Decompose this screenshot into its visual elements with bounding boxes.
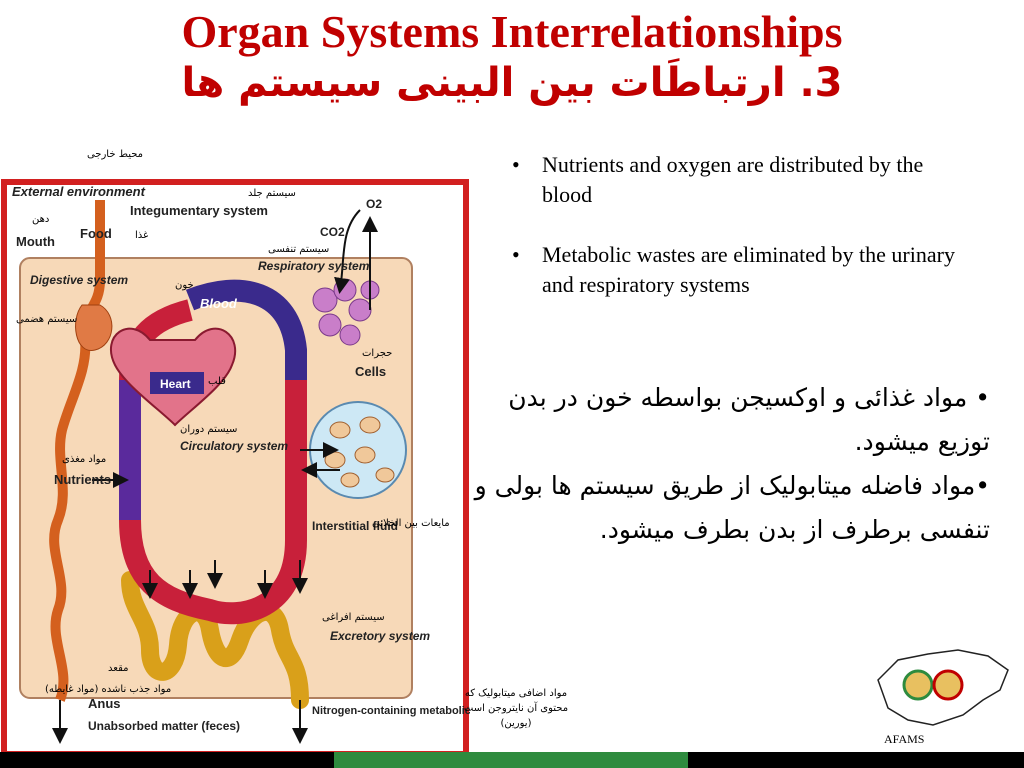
page-title: Organ Systems Interrelationships bbox=[181, 6, 843, 57]
label-mouth: Mouth bbox=[16, 234, 55, 249]
bullet-text: Metabolic wastes are eliminated by the u… bbox=[542, 242, 955, 297]
label-digestive-fa: سیستم هضمی bbox=[16, 314, 77, 325]
bullet-text: Nutrients and oxygen are distributed by … bbox=[542, 152, 924, 207]
label-cells-fa: حجرات bbox=[362, 348, 392, 359]
footer-bar-black-left bbox=[0, 752, 334, 768]
label-excretory: Excretory system bbox=[330, 629, 430, 643]
label-mouth-fa: دهن bbox=[32, 214, 49, 225]
label-nitrogen: Nitrogen-containing metabolic waste prod… bbox=[312, 705, 470, 717]
label-integumentary-fa: سیستم جلد bbox=[248, 188, 296, 199]
page-subtitle: 3. ارتباطَات بین البینی سیستم ها bbox=[181, 60, 843, 106]
label-heart: Heart bbox=[160, 377, 191, 391]
persian-text-block: • مواد غذائی و اوکسیجن بواسطه خون در بدن… bbox=[465, 376, 990, 552]
stomach bbox=[75, 304, 113, 351]
label-external-environment-fa: محیط خارجی bbox=[87, 149, 143, 160]
organ-systems-diagram: محیط خارجی External environment سیستم جل… bbox=[1, 149, 470, 755]
label-unabsorbed: Unabsorbed matter (feces) bbox=[88, 719, 240, 733]
label-interstitial: Interstitial fluid bbox=[312, 519, 398, 533]
footer-bar-black-right bbox=[688, 752, 1024, 768]
footer-bar-green bbox=[334, 752, 688, 768]
label-nutrients: Nutrients bbox=[54, 472, 111, 487]
label-respiratory-fa: سیستم تنفسی bbox=[268, 244, 329, 255]
label-integumentary: Integumentary system bbox=[130, 203, 268, 218]
label-interstitial-fa: مایعات بین الخلائی bbox=[372, 518, 450, 529]
afghanistan-map-logo bbox=[877, 649, 1009, 726]
vein-loop bbox=[185, 279, 307, 380]
label-co2: CO2 bbox=[320, 225, 345, 239]
label-food-fa: غذا bbox=[135, 230, 148, 241]
label-nutrients-fa: مواد مغذی bbox=[62, 454, 106, 465]
heart-label-box bbox=[150, 372, 204, 394]
label-o2: O2 bbox=[366, 197, 382, 211]
label-external-environment: External environment bbox=[12, 184, 146, 199]
flow-arrows bbox=[52, 209, 378, 744]
bullet-item: •Metabolic wastes are eliminated by the … bbox=[512, 242, 955, 297]
english-bullet-list: •Nutrients and oxygen are distributed by… bbox=[500, 150, 970, 330]
label-circulatory: Circulatory system bbox=[180, 439, 288, 453]
excretory-tubules bbox=[121, 571, 309, 709]
label-respiratory: Respiratory system bbox=[258, 259, 370, 273]
persian-bullet: • مواد غذائی و اوکسیجن بواسطه خون در بدن… bbox=[508, 383, 990, 456]
afams-label: AFAMS bbox=[884, 732, 925, 746]
label-unabsorbed-fa: مواد جذب ناشده (مواد غایطه) bbox=[45, 684, 171, 695]
label-anus-fa: مقعد bbox=[108, 663, 129, 674]
label-blood-fa: خون bbox=[175, 280, 194, 291]
nitrogen-fa-label: مواد اضافی میتابولیک که محتوی آن نایتروج… bbox=[463, 688, 569, 729]
cell-blobs bbox=[324, 416, 395, 488]
label-food: Food bbox=[80, 226, 112, 241]
label-digestive: Digestive system bbox=[30, 273, 128, 287]
persian-bullet: •مواد فاضله میتابولیک از طریق سیستم ها ب… bbox=[474, 471, 990, 544]
label-cells: Cells bbox=[355, 364, 386, 379]
bullet-item: •Nutrients and oxygen are distributed by… bbox=[512, 152, 924, 207]
label-circulatory-fa: سیستم دوران bbox=[180, 424, 237, 435]
label-heart-fa: قلب bbox=[208, 376, 226, 387]
label-excretory-fa: سیستم افراغی bbox=[322, 612, 385, 623]
label-blood: Blood bbox=[200, 296, 238, 311]
label-anus: Anus bbox=[88, 696, 121, 711]
